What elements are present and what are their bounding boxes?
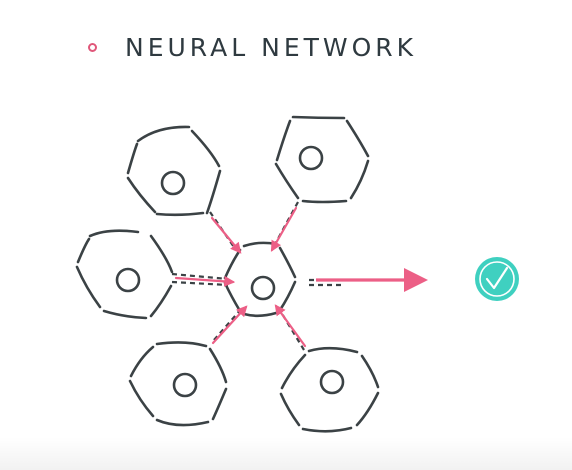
check-icon — [475, 257, 519, 301]
circle-bullet-icon — [88, 42, 97, 52]
axon-connections — [171, 201, 345, 351]
title-row: NEURAL NETWORK — [88, 30, 417, 64]
signal-from-left — [174, 275, 236, 287]
signal-from-bottom-left — [211, 305, 248, 345]
signal-from-bottom-right — [274, 304, 307, 348]
neuron-bottom-left — [128, 341, 228, 427]
neuron-top-left — [126, 125, 222, 217]
slide-title: NEURAL NETWORK — [125, 32, 418, 62]
neuron-center — [223, 241, 297, 318]
incoming-signals — [174, 206, 307, 348]
signal-from-top-left — [210, 216, 242, 254]
output-signal-arrow — [316, 268, 428, 292]
neuron-top-right — [274, 115, 370, 204]
neuron-left — [75, 229, 174, 320]
signal-from-top-right — [270, 206, 298, 252]
neuron-bottom-right — [279, 346, 380, 433]
